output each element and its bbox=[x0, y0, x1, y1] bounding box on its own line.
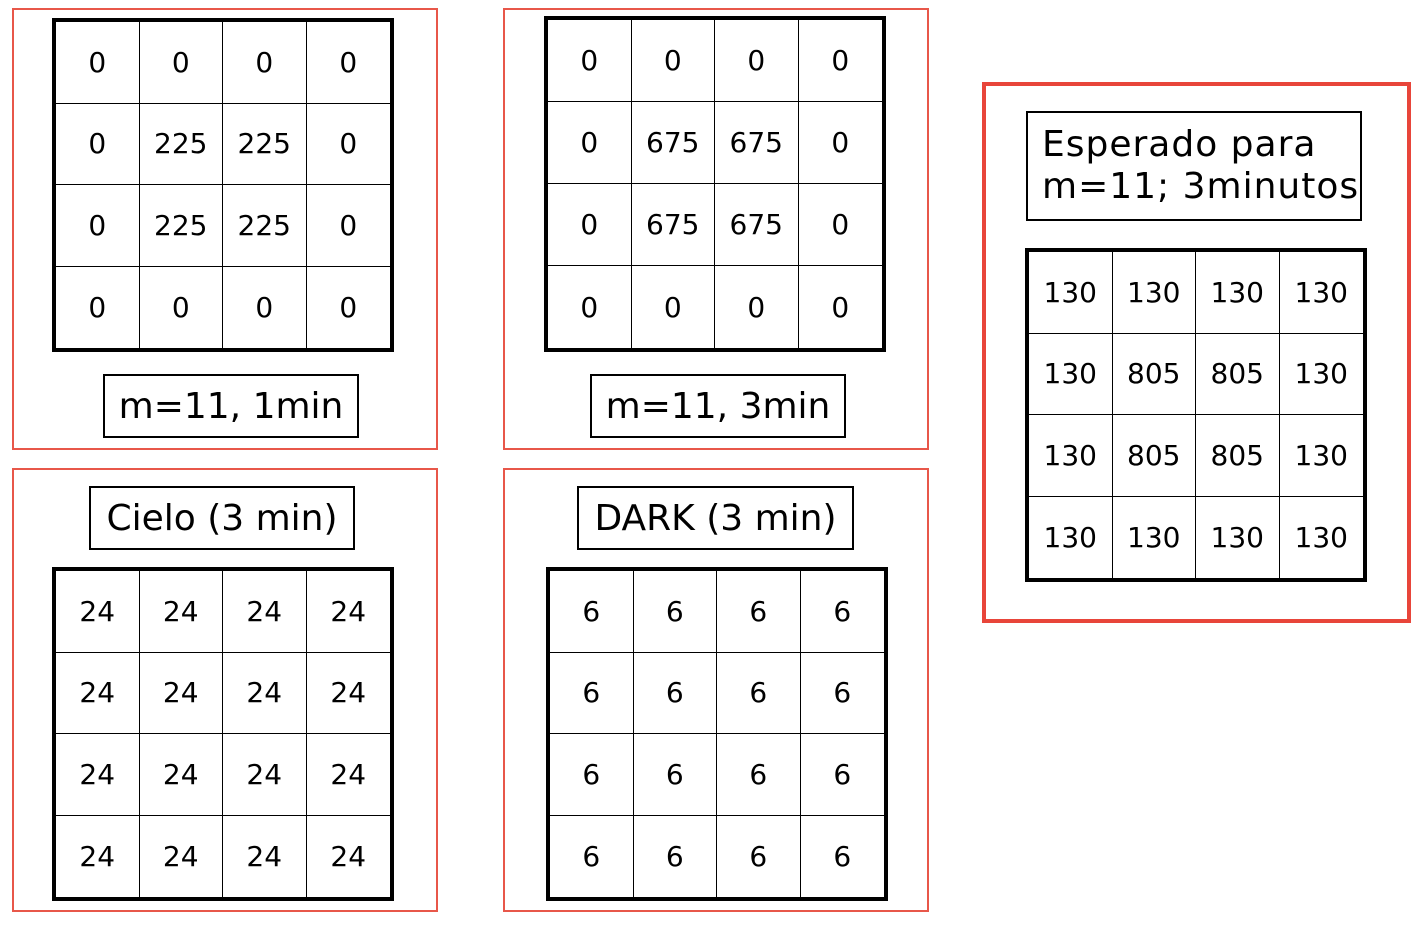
grid-cell: 130 bbox=[1294, 520, 1348, 554]
grid-cell: 805 bbox=[1112, 333, 1196, 415]
grid-cell: 0 bbox=[548, 102, 632, 184]
label-expected-line2: m=11; 3minutos bbox=[1042, 166, 1360, 207]
grid-cell: 24 bbox=[306, 734, 390, 816]
grid-cell: 24 bbox=[330, 839, 367, 873]
grid-cell: 0 bbox=[548, 266, 632, 348]
grid-cell: 6 bbox=[634, 815, 717, 897]
grid-cell: 6 bbox=[800, 653, 884, 734]
grid-cell: 24 bbox=[56, 815, 140, 897]
grid-cell: 0 bbox=[715, 20, 799, 102]
grid-cell: 675 bbox=[715, 102, 799, 184]
label-cielo: Cielo (3 min) bbox=[89, 486, 355, 550]
grid-cell: 24 bbox=[140, 815, 223, 897]
grid-cell: 24 bbox=[139, 571, 223, 653]
label-expected: Esperado para m=11; 3minutos bbox=[1026, 111, 1362, 221]
grid-cell: 24 bbox=[223, 652, 307, 734]
grid-cell: 805 bbox=[1112, 415, 1196, 497]
grid-cell: 6 bbox=[800, 571, 884, 653]
grid-cell: 0 bbox=[548, 184, 632, 266]
grid-cell: 0 bbox=[139, 22, 223, 104]
panel-m11-3min bbox=[503, 8, 929, 450]
grid-cell: 24 bbox=[306, 571, 390, 653]
grid-cell: 805 bbox=[1196, 415, 1280, 497]
grid-cell: 6 bbox=[717, 652, 801, 734]
panel-cielo bbox=[12, 468, 438, 912]
label-dark: DARK (3 min) bbox=[577, 486, 854, 550]
grid-cell: 130 bbox=[1029, 415, 1113, 497]
grid-cell: 675 bbox=[715, 184, 799, 266]
grid-cell: 0 bbox=[306, 185, 390, 267]
panel-expected bbox=[982, 82, 1411, 623]
grid-cell: 0 bbox=[140, 266, 223, 348]
grid-cell: 24 bbox=[223, 571, 307, 653]
grid-cell: 6 bbox=[550, 734, 634, 816]
grid-cell: 805 bbox=[1196, 333, 1280, 415]
grid-cell: 0 bbox=[56, 103, 140, 185]
grid-cell: 24 bbox=[139, 734, 223, 816]
grid-cell: 6 bbox=[633, 571, 717, 653]
grid-cell: 675 bbox=[631, 184, 715, 266]
grid-cell: 6 bbox=[550, 652, 634, 734]
grid-cell: 6 bbox=[717, 815, 801, 897]
grid-cell: 6 bbox=[550, 571, 634, 653]
label-m11-1min: m=11, 1min bbox=[103, 374, 359, 438]
grid-cell: 0 bbox=[223, 22, 307, 104]
grid-cell: 0 bbox=[56, 22, 140, 104]
grid-cell: 6 bbox=[800, 734, 884, 816]
label-expected-line1: Esperado para bbox=[1042, 124, 1317, 165]
grid-cell: 0 bbox=[798, 102, 882, 184]
grid-cell: 225 bbox=[223, 103, 307, 185]
grid-cell: 130 bbox=[1196, 496, 1280, 578]
grid-cell: 24 bbox=[223, 815, 307, 897]
grid-cell: 130 bbox=[1112, 252, 1196, 334]
grid-cell: 6 bbox=[633, 652, 717, 734]
grid-cell: 0 bbox=[715, 266, 799, 348]
grid-cell: 130 bbox=[1279, 415, 1363, 497]
grid-cell: 6 bbox=[633, 734, 717, 816]
grid-cell: 0 bbox=[306, 104, 390, 185]
grid-cell: 130 bbox=[1279, 252, 1363, 334]
grid-cell: 130 bbox=[1029, 333, 1113, 415]
panel-m11-1min bbox=[12, 8, 438, 450]
grid-cell: 24 bbox=[56, 652, 140, 734]
grid-cell: 0 bbox=[798, 184, 882, 266]
grid-cell: 6 bbox=[717, 571, 801, 653]
grid-cell: 24 bbox=[139, 652, 223, 734]
grid-cell: 130 bbox=[1279, 334, 1363, 415]
grid-cell: 0 bbox=[631, 20, 715, 102]
grid-cell: 225 bbox=[139, 185, 223, 267]
grid-cell: 225 bbox=[223, 185, 307, 267]
grid-cell: 6 bbox=[833, 839, 852, 873]
grid-cell: 24 bbox=[56, 571, 140, 653]
grid-cell: 0 bbox=[798, 20, 882, 102]
grid-cell: 24 bbox=[223, 734, 307, 816]
grid-cell: 130 bbox=[1196, 252, 1280, 334]
grid-cell: 225 bbox=[139, 103, 223, 185]
grid-cell: 24 bbox=[56, 734, 140, 816]
grid-cell: 675 bbox=[631, 102, 715, 184]
grid-cell: 0 bbox=[831, 290, 850, 324]
grid-cell: 6 bbox=[550, 815, 634, 897]
grid-cell: 130 bbox=[1113, 496, 1196, 578]
grid-cell: 0 bbox=[339, 290, 358, 324]
grid-cell: 130 bbox=[1029, 252, 1113, 334]
label-m11-3min: m=11, 3min bbox=[590, 374, 846, 438]
grid-cell: 130 bbox=[1029, 496, 1113, 578]
grid-cell: 0 bbox=[632, 266, 715, 348]
grid-cell: 6 bbox=[717, 734, 801, 816]
grid-cell: 0 bbox=[548, 20, 632, 102]
panel-dark bbox=[503, 468, 929, 912]
grid-cell: 0 bbox=[306, 22, 390, 104]
grid-cell: 24 bbox=[306, 653, 390, 734]
grid-cell: 0 bbox=[223, 266, 307, 348]
grid-cell: 0 bbox=[56, 185, 140, 267]
grid-cell: 0 bbox=[56, 266, 140, 348]
